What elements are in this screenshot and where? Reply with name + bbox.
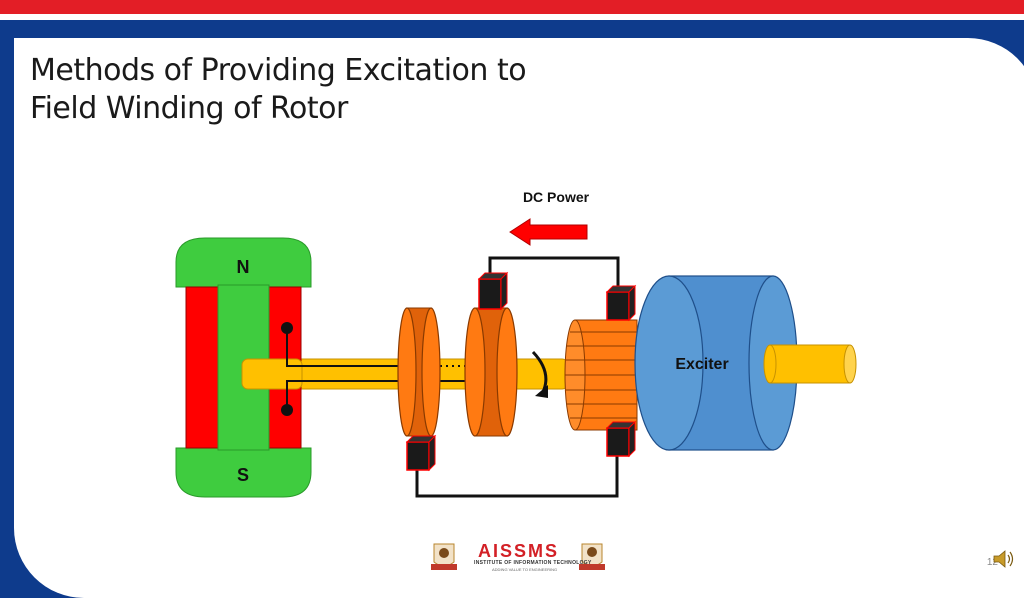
dc-power-arrow-icon	[509, 218, 588, 246]
brush-upper-left	[477, 271, 509, 311]
page-number: 12	[986, 557, 998, 568]
pole-s-label: S	[237, 465, 249, 485]
upper-wire	[488, 256, 620, 292]
brush-lower-left	[405, 434, 437, 472]
excitation-diagram: DC Power N S ...	[175, 189, 857, 498]
slip-ring-1	[397, 307, 441, 437]
rotation-arrowhead-icon	[535, 385, 548, 398]
brush-upper-right	[605, 284, 637, 322]
brush-lower-right	[605, 420, 637, 458]
shaft-through-pole	[241, 358, 303, 390]
slide-canvas	[14, 38, 1024, 598]
field-winding-left	[185, 286, 219, 449]
logo-tagline: ADDING VALUE TO ENGINEERING	[492, 567, 558, 572]
top-white-band	[0, 14, 1024, 20]
aissms-logo	[431, 543, 605, 570]
logo-left-emblem-icon	[431, 543, 457, 570]
pole-s-cap	[175, 447, 312, 498]
logo-subtitle: INSTITUTE OF INFORMATION TECHNOLOGY	[474, 560, 592, 566]
pole-n-cap	[175, 237, 312, 288]
rotor-pole: N S	[175, 237, 312, 498]
exciter-commutator	[564, 319, 638, 431]
slide-title-line-1: Methods of Providing Excitation to	[30, 53, 527, 88]
slide-title: Methods of Providing Excitation to Field…	[30, 52, 527, 128]
top-red-band	[0, 0, 1024, 14]
speaker-icon[interactable]	[992, 548, 1018, 570]
exciter-shaft	[763, 344, 857, 384]
pole-n-label: N	[237, 257, 250, 277]
lower-wire	[415, 452, 619, 498]
logo-name: AISSMS	[478, 541, 560, 561]
exciter-label: Exciter	[675, 356, 728, 373]
slip-ring-2	[464, 307, 518, 437]
slide-title-line-2: Field Winding of Rotor	[30, 91, 348, 126]
dc-power-label: DC Power	[523, 189, 590, 205]
logo-right-emblem-icon	[579, 543, 605, 570]
exciter-body: Exciter	[634, 275, 798, 451]
top-blue-band	[0, 20, 1024, 40]
